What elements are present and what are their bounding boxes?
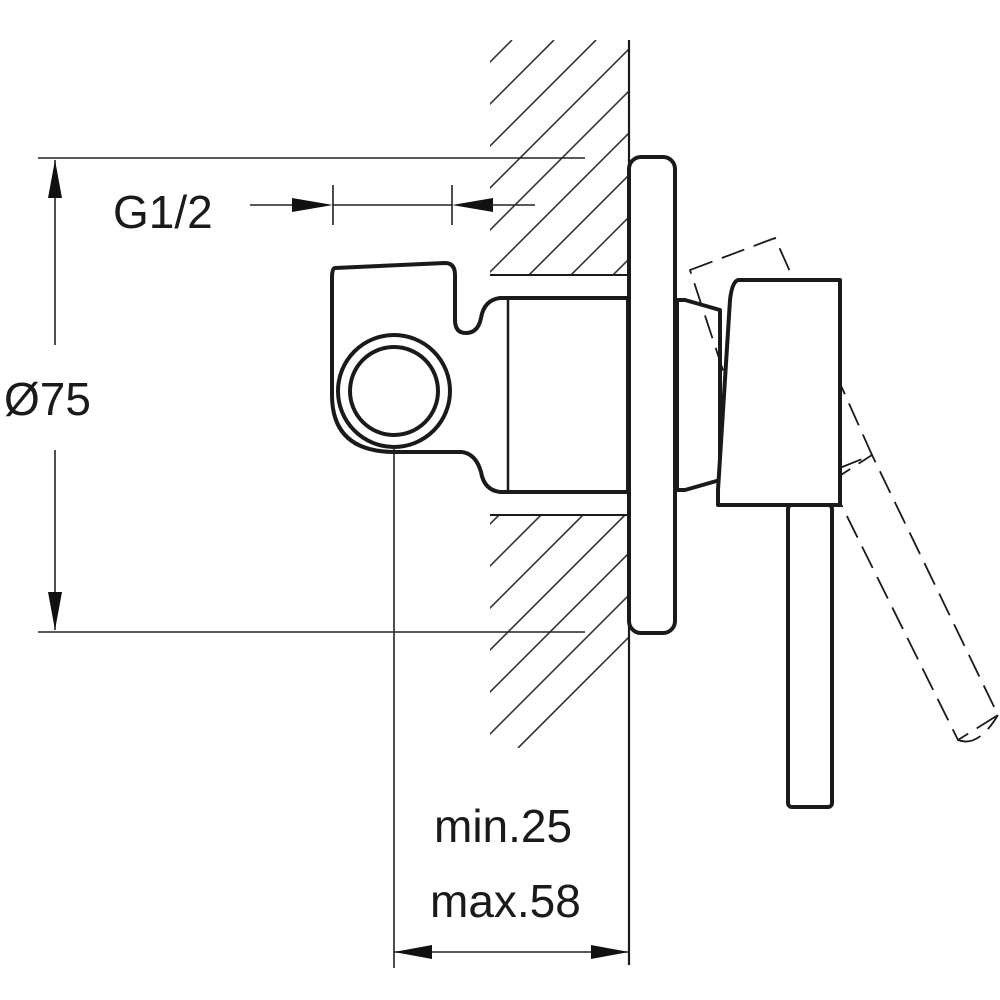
hatch-line [570, 40, 628, 275]
diameter-arrow-bottom [48, 592, 62, 630]
hatch-line [490, 515, 584, 748]
depth-arrow-left [394, 945, 432, 959]
hatch-line [949, 40, 1000, 275]
hatch-line [490, 40, 597, 275]
handle-alt-position-lever [828, 453, 1000, 742]
hatch-line [781, 40, 1000, 275]
depth-min-label: min.25 [434, 800, 572, 852]
handle-alt-position-tip [957, 714, 999, 743]
diameter-arrow-top [48, 160, 62, 198]
hatch-line [528, 40, 628, 275]
thread-arrow-left [292, 198, 333, 212]
handle-body [716, 278, 842, 507]
hatch-line [823, 40, 1000, 275]
cover-plate [627, 155, 677, 635]
hatch-line [991, 40, 1000, 275]
hatch-line [865, 40, 1000, 275]
hatch-line [517, 515, 628, 748]
outlet-ring-inner [348, 345, 440, 437]
handle-lever [786, 503, 834, 809]
diameter-label: Ø75 [4, 373, 91, 425]
hatch-line [490, 515, 628, 748]
hatch-line [490, 515, 542, 748]
hatch-line [0, 515, 37, 748]
thread-arrow-right [452, 198, 493, 212]
depth-max-label: max.58 [430, 875, 581, 927]
hatch-line [490, 40, 628, 275]
hatch-line [907, 40, 1000, 275]
handle-collar [675, 298, 722, 492]
hatch-line [697, 40, 932, 275]
hatch-line [490, 40, 555, 275]
thread-label: G1/2 [113, 186, 213, 238]
depth-arrow-right [591, 945, 629, 959]
hatch-line [739, 40, 974, 275]
